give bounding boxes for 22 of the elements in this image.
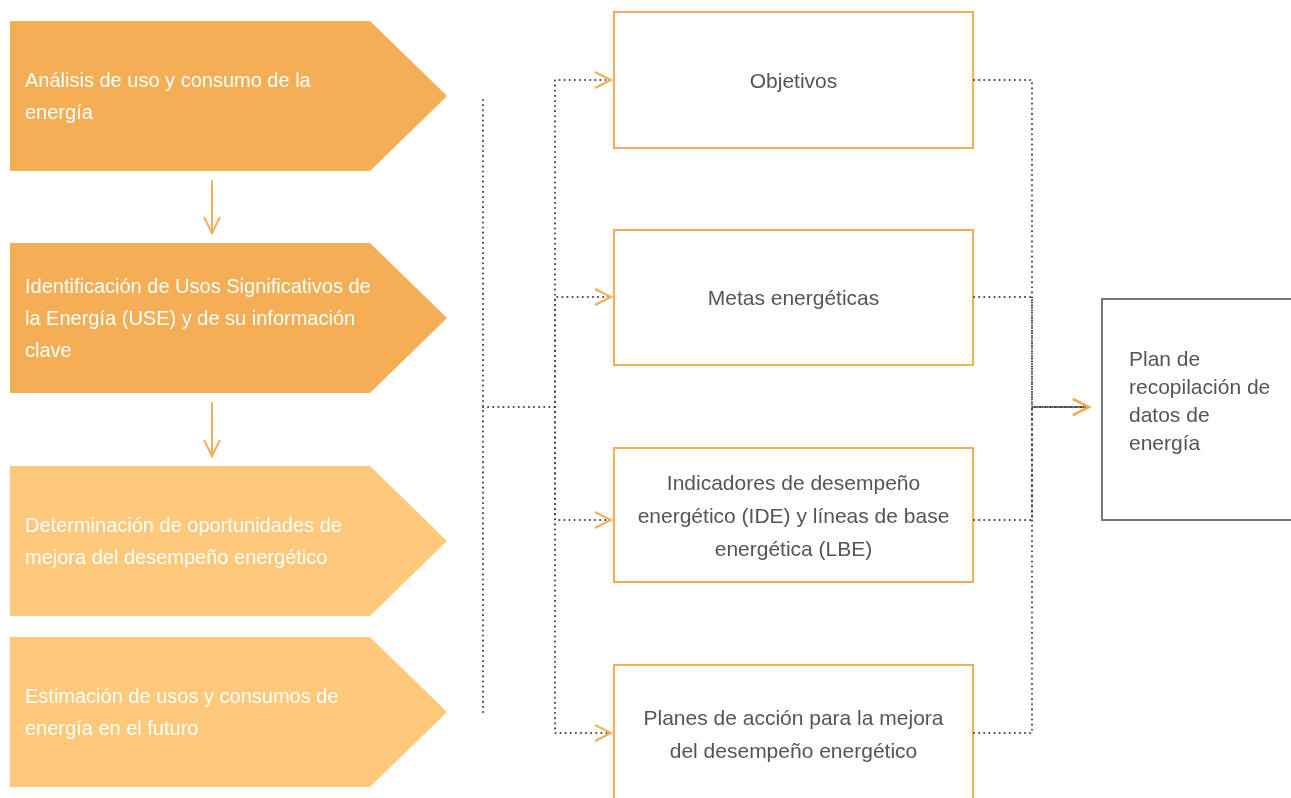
chevron-step <box>10 243 447 393</box>
process-box <box>613 229 974 366</box>
step-text: Estimación de usos y consumos de energía en el futuro <box>25 684 340 741</box>
box-text: Planes de acción para la mejora del desempeño energético <box>642 705 945 764</box>
process-box <box>613 664 974 798</box>
arrow <box>554 406 612 742</box>
box-text: Objetivos <box>748 67 839 94</box>
box-text: Metas energéticas <box>706 285 881 311</box>
result-text: Plan de recopilación de datos de energía <box>1129 345 1272 456</box>
step-text: Identificación de Usos Significativos de la Energía (USE) y de su información clave <box>25 274 372 363</box>
chevron-step <box>10 21 447 171</box>
process-box <box>613 447 974 583</box>
arrow <box>203 180 221 234</box>
step-text: Análisis de uso y consumo de la energía <box>25 68 312 125</box>
chevron-step <box>10 637 447 787</box>
step-text: Determinación de oportunidades de mejora del desempeño energético <box>25 513 343 570</box>
arrow <box>203 402 221 457</box>
result-box <box>1101 298 1291 521</box>
box-text: Indicadores de desempeño energético (IDE) y líneas de base energética (LBE) <box>636 469 951 562</box>
process-box <box>613 11 974 149</box>
chevron-step <box>10 466 447 616</box>
arrow <box>973 398 1090 734</box>
